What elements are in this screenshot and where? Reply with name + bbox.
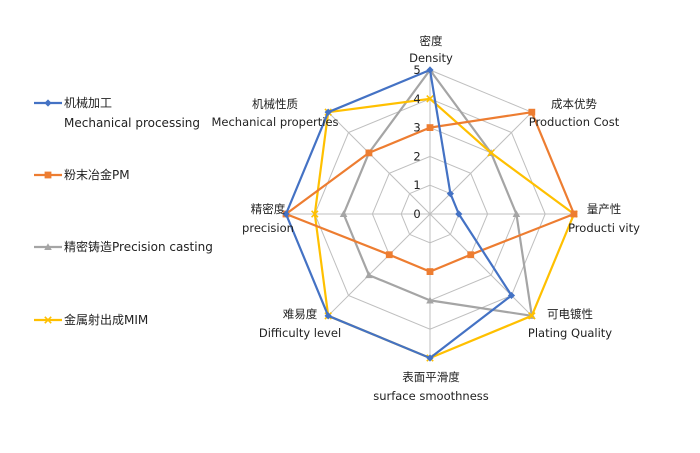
- series-point-0: [426, 354, 434, 362]
- axis-label-cn: 密度: [420, 34, 443, 48]
- axis-label-cn: 机械性质: [252, 97, 298, 111]
- axis-label-en: Density: [409, 51, 453, 65]
- legend-swatch-marker: [44, 171, 52, 179]
- series-point-2: [339, 210, 348, 218]
- series-point-3: [528, 312, 536, 320]
- axis-label-en: Producti vity: [568, 221, 640, 235]
- series-point-0: [426, 66, 434, 74]
- legend-label: 机械加工 Mechanical processing: [64, 95, 200, 130]
- axis-label-en: Plating Quality: [528, 326, 612, 340]
- legend-label-line: 机械加工: [64, 95, 112, 110]
- series-point-0: [455, 210, 463, 218]
- tick-label: 2: [413, 149, 420, 163]
- series-point-0: [282, 210, 290, 218]
- axis-label-cn: 量产性: [587, 202, 622, 216]
- axis-label-en: precision: [242, 221, 294, 235]
- legend-swatch-marker: [44, 316, 52, 324]
- series-point-3: [426, 95, 434, 103]
- legend-swatch-marker: [44, 243, 52, 251]
- series-point-2: [512, 210, 521, 218]
- series-point-2: [426, 296, 434, 304]
- series-point-0: [507, 291, 516, 300]
- series-point-3: [311, 210, 319, 218]
- series-point-0: [324, 108, 332, 116]
- tick-label: 5: [413, 63, 420, 77]
- tick-label: 3: [413, 121, 420, 135]
- tick-label: 0: [413, 207, 420, 221]
- series-point-0: [324, 312, 332, 320]
- axis-label-en: Mechanical properties: [211, 115, 338, 129]
- axis-label-en: Difficulty level: [259, 326, 341, 340]
- legend-label: 精密铸造Precision casting: [64, 239, 213, 254]
- series-point-2: [365, 271, 373, 279]
- legend-label: 金属射出成MIM: [64, 312, 148, 327]
- axis-label-en: Production Cost: [529, 115, 620, 129]
- legend-swatch-marker: [44, 99, 52, 107]
- axis-label-en: surface smoothness: [373, 389, 489, 403]
- axis-label-cn: 难易度: [283, 307, 318, 321]
- grid-spoke: [429, 213, 533, 317]
- legend-label-line: 精密铸造Precision casting: [64, 239, 213, 254]
- axis-label-cn: 可电镀性: [547, 307, 593, 321]
- series-point-1: [570, 210, 578, 218]
- series-point-1: [385, 251, 393, 259]
- series-point-1: [467, 251, 475, 259]
- series-point-1: [365, 149, 373, 157]
- tick-label: 4: [413, 92, 420, 106]
- series-point-0: [446, 190, 454, 198]
- legend-label: 粉末冶金PM: [64, 167, 130, 182]
- tick-label: 1: [413, 178, 420, 192]
- series-point-1: [528, 108, 536, 116]
- series-point-3: [487, 149, 495, 157]
- legend-label-line: 金属射出成MIM: [64, 312, 148, 327]
- axis-label-cn: 精密度: [251, 202, 286, 216]
- legend-label-line: Mechanical processing: [64, 116, 200, 130]
- grid-spoke: [327, 213, 431, 317]
- series-point-1: [426, 124, 434, 131]
- grid-spoke: [429, 111, 533, 215]
- axis-label-cn: 成本优势: [551, 97, 597, 111]
- series-point-1: [426, 268, 434, 275]
- axis-label-cn: 表面平滑度: [402, 370, 460, 384]
- grid-spoke: [327, 111, 431, 215]
- legend-label-line: 粉末冶金PM: [64, 167, 130, 182]
